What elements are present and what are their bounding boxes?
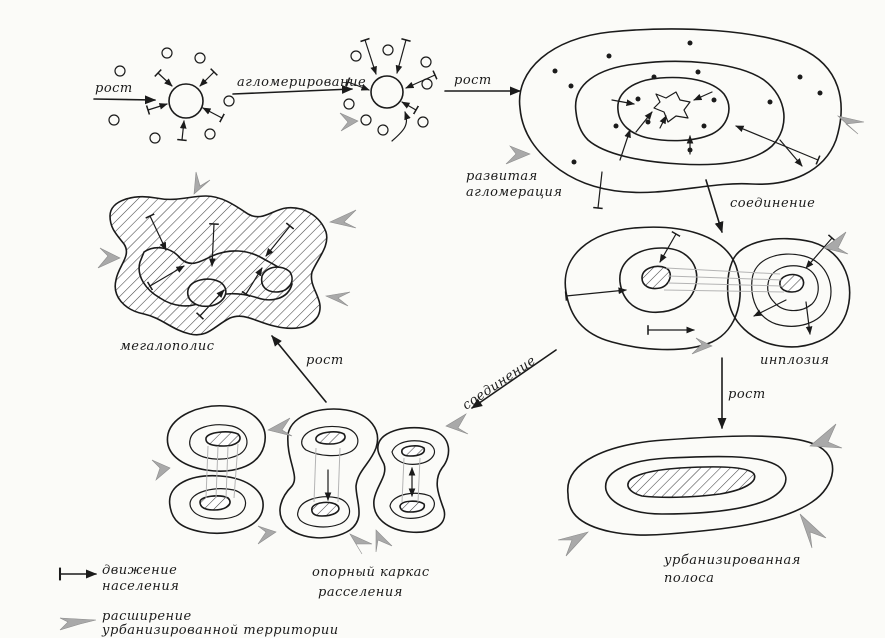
label-razvitaya-2: агломерация (466, 185, 563, 200)
label-karkas-1: опорный каркас (312, 565, 430, 580)
inner-ring (617, 76, 730, 142)
expansion-arrow (557, 531, 589, 557)
legend-expansion: расширение урбанизированной территории (59, 609, 339, 638)
agglomeration-core (370, 75, 404, 109)
cluster-left-top (166, 405, 266, 472)
stage-inplosia: инплозия (564, 226, 851, 368)
framework-expansion-arrows (151, 413, 469, 555)
label-inplosia: инплозия (760, 353, 829, 368)
label-rost-1: рост (95, 81, 133, 96)
expansion-arrow (691, 337, 713, 355)
arrow-rost-3 (271, 335, 327, 403)
expansion-arrow (809, 423, 843, 449)
arrow-soedinenie-1 (705, 179, 724, 234)
satellite-settlements (108, 47, 235, 144)
left-city-outer (564, 226, 741, 351)
legend-movement: движение населения (58, 563, 179, 594)
stage-framework: опорный каркас расселения (151, 405, 469, 600)
legend-expansion-arrow-icon (59, 617, 97, 631)
link-lines-left (205, 443, 239, 499)
link-lines-right (401, 457, 421, 503)
stage-urbanized-band: урбанизированная полоса (557, 423, 843, 586)
left-city-core (641, 265, 672, 290)
arrow-aglomerirovanie (232, 84, 354, 95)
expansion-arrow (339, 112, 359, 132)
settlement-dots (552, 40, 823, 165)
stage-agglomerating: агломерирование (232, 37, 438, 142)
label-rost-2: рост (454, 73, 492, 88)
label-rost-4: рост (728, 387, 766, 402)
expansion-arrow (505, 145, 531, 165)
stage-small-city: рост (93, 47, 235, 144)
right-city-outer (726, 237, 851, 348)
megalopolis-inner-link (138, 246, 293, 307)
population-movement-arrows (145, 68, 225, 142)
expansion-arrow (836, 115, 865, 135)
label-soedinenie-2: соединение (460, 353, 539, 413)
population-movement-arrows-2 (345, 37, 438, 142)
label-karkas-2: расселения (318, 585, 403, 600)
label-soedinenie-1: соединение (730, 196, 815, 211)
label-polosa-1: урбанизированная (663, 553, 801, 568)
internal-movement-arrows (564, 230, 837, 335)
megalopolis-movement-arrows (145, 213, 295, 320)
band-inner (604, 455, 787, 515)
stage-developed-agglomeration: рост развитая агломера (444, 28, 865, 210)
legend: движение населения расширение урбанизиро… (58, 563, 339, 638)
arrow-rost-1 (93, 95, 157, 105)
band-core (627, 466, 756, 499)
internal-movement-arrows (593, 91, 821, 210)
expansion-arrow (799, 513, 827, 549)
expansion-arrow (823, 231, 849, 255)
outer-ring (518, 28, 842, 194)
legend-movement-line2: населения (102, 579, 179, 594)
satellite-settlements-2 (343, 44, 433, 136)
city-core (168, 83, 204, 119)
arrow-soedinenie-2 (471, 349, 557, 409)
legend-expansion-line1: расширение (102, 609, 192, 624)
label-polosa-2: полоса (664, 571, 714, 586)
label-megalopolis: мегалополис (120, 339, 215, 354)
stage-megalopolis: мегалополис (97, 171, 357, 354)
band-outer (567, 435, 834, 536)
right-city-core (779, 273, 805, 293)
label-razvitaya-1: развитая (466, 169, 538, 184)
legend-expansion-line2: урбанизированной территории (101, 623, 339, 638)
core-star (653, 91, 691, 123)
right-city-ring-2 (767, 265, 819, 312)
middle-ring (574, 60, 785, 166)
right-city-ring-1 (751, 253, 832, 327)
cluster-middle (279, 408, 379, 539)
cluster-right (373, 426, 450, 534)
link-lines-middle (313, 447, 341, 503)
label-aglomerirovanie: агломерирование (237, 75, 366, 90)
label-rost-3: рост (306, 353, 344, 368)
megalopolis-outline (109, 195, 328, 336)
legend-movement-line1: движение (102, 563, 177, 578)
cluster-left-bottom (168, 474, 264, 534)
connection-band (663, 267, 785, 293)
megalopolis-expansion-arrows (97, 171, 357, 307)
